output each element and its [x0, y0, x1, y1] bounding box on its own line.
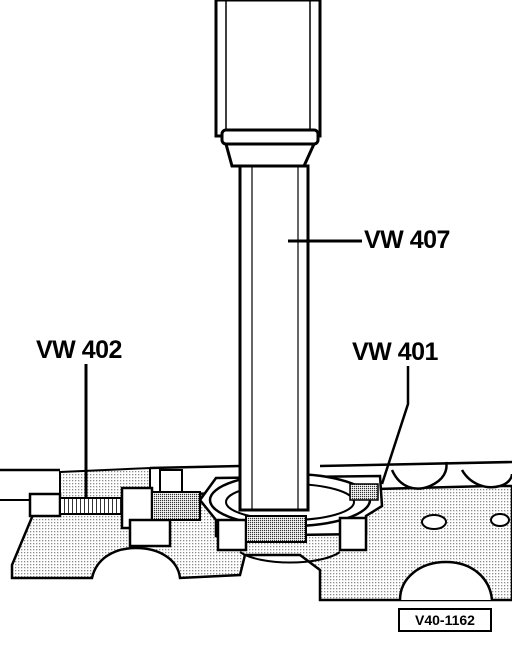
- callout-vw407: VW 407: [364, 226, 450, 254]
- callout-vw402: VW 402: [36, 336, 122, 364]
- vw402-tool: [28, 469, 201, 548]
- figure-code: V40-1162: [398, 608, 492, 632]
- callout-vw401: VW 401: [352, 338, 438, 366]
- vw407-tool: [214, 0, 322, 512]
- leader-lines: [84, 239, 410, 498]
